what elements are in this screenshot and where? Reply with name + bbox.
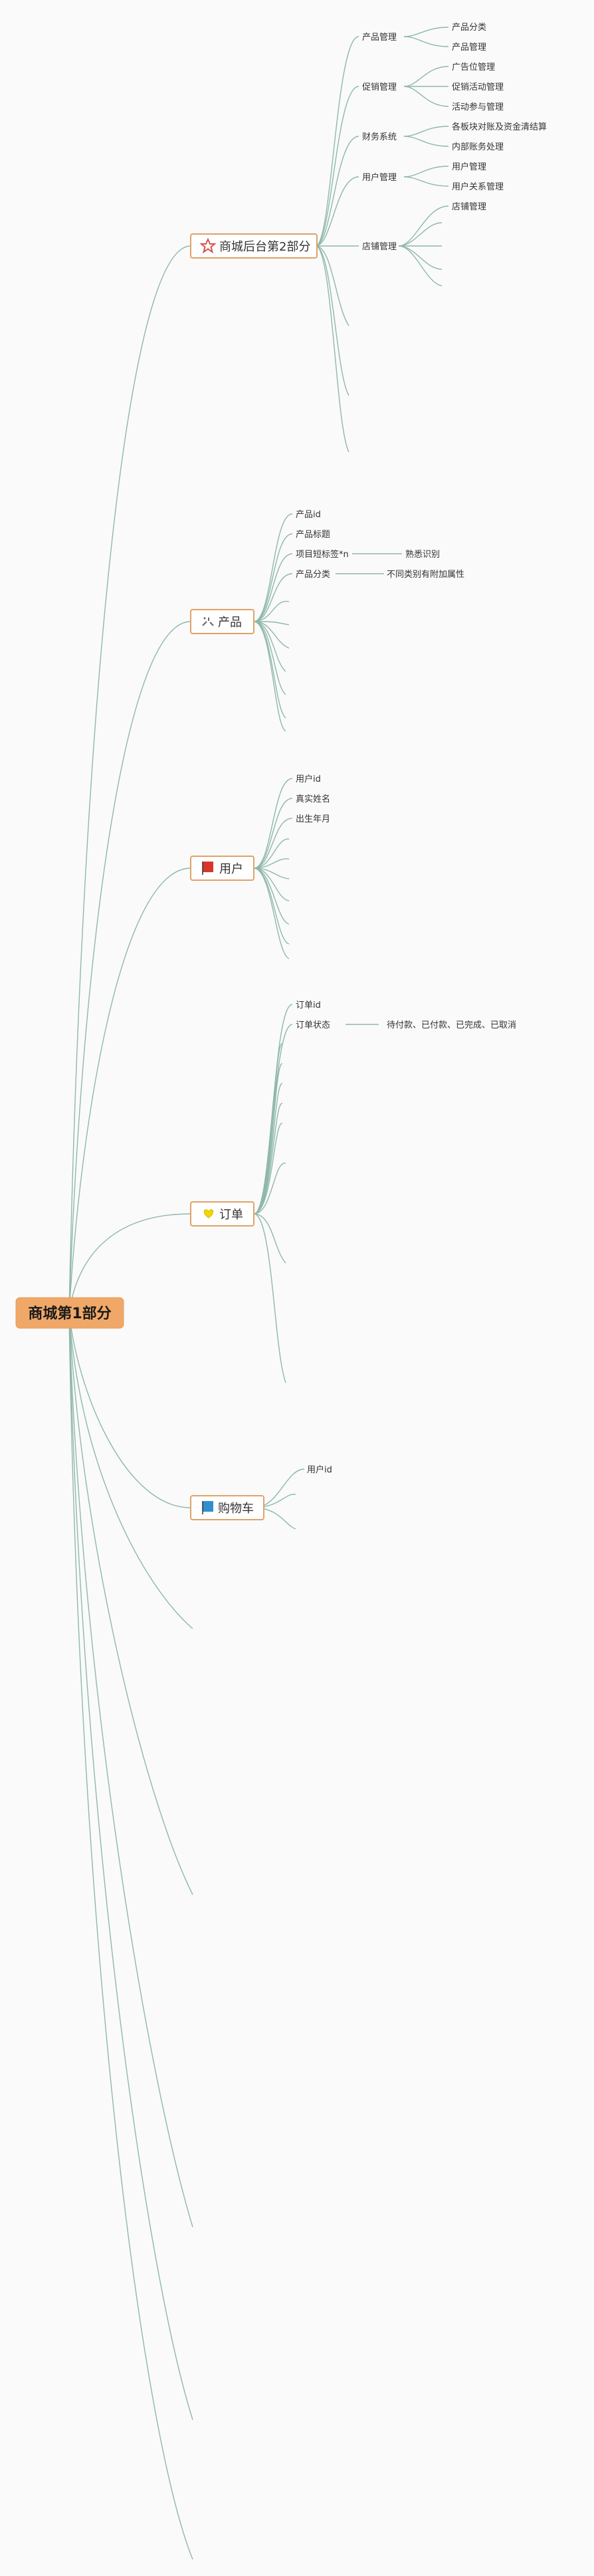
admin-label: 商城后台第2部分 — [219, 240, 310, 254]
order-item-id[interactable]: 订单id — [296, 1000, 321, 1010]
product-detail-category[interactable]: 不同类别有附加属性 — [387, 570, 464, 580]
link-root-empty-5 — [68, 1312, 193, 2560]
admin-links — [315, 27, 449, 453]
cart-label: 购物车 — [218, 1502, 254, 1516]
root-label: 商城第1部分 — [28, 1305, 111, 1322]
cart-item-user-id[interactable]: 用户id — [307, 1464, 332, 1475]
order-item-status[interactable]: 订单状态 — [296, 1020, 330, 1030]
item-product-category[interactable]: 产品分类 — [452, 23, 486, 33]
sparkle-icon — [202, 617, 214, 626]
link-root-empty-3 — [68, 1312, 193, 2228]
item-user-relations[interactable]: 用户关系管理 — [452, 181, 504, 192]
root-node[interactable]: 商城第1部分 — [15, 1297, 124, 1329]
link-root-empty-4 — [68, 1312, 193, 2420]
item-store-management[interactable]: 店铺管理 — [452, 202, 486, 212]
user-links — [253, 778, 293, 959]
flag-icon — [202, 862, 213, 875]
order-links — [253, 1004, 379, 1383]
flag-blue-icon — [202, 1501, 213, 1514]
node-product[interactable]: 产品 — [190, 609, 254, 634]
link-root-user — [68, 868, 191, 1314]
group-promotion-management[interactable]: 促销管理 — [362, 82, 397, 92]
item-ad-slot-management[interactable]: 广告位管理 — [452, 62, 495, 72]
item-user-management[interactable]: 用户管理 — [452, 162, 486, 172]
item-activity-participation-management[interactable]: 活动参与管理 — [452, 102, 504, 112]
order-detail-status[interactable]: 待付款、已付款、已完成、已取消 — [387, 1020, 516, 1030]
user-item-real-name[interactable]: 真实姓名 — [296, 794, 330, 804]
node-admin[interactable]: 商城后台第2部分 — [190, 233, 318, 259]
group-store-management[interactable]: 店铺管理 — [362, 242, 397, 252]
product-item-category[interactable]: 产品分类 — [296, 570, 330, 580]
item-reconciliation[interactable]: 各板块对账及资金清结算 — [452, 122, 547, 132]
root-links — [68, 245, 193, 2560]
product-item-tags[interactable]: 项目短标签*n — [296, 549, 349, 560]
item-product-management[interactable]: 产品管理 — [452, 43, 486, 53]
group-finance[interactable]: 财务系统 — [362, 132, 397, 142]
product-item-id[interactable]: 产品id — [296, 510, 321, 520]
link-root-empty-1 — [68, 1312, 193, 1629]
user-item-id[interactable]: 用户id — [296, 774, 321, 784]
link-root-product — [68, 621, 191, 1314]
link-root-admin — [68, 245, 191, 1314]
product-item-title[interactable]: 产品标题 — [296, 530, 330, 540]
product-label: 产品 — [218, 616, 242, 630]
link-root-order — [68, 1213, 191, 1314]
star-icon — [199, 237, 217, 254]
user-item-birth[interactable]: 出生年月 — [296, 814, 330, 824]
link-root-empty-2 — [68, 1312, 193, 1895]
group-user-management[interactable]: 用户管理 — [362, 172, 397, 183]
node-order[interactable]: 订单 — [190, 1201, 254, 1227]
link-root-cart — [68, 1312, 191, 1508]
user-label: 用户 — [219, 862, 243, 876]
node-user[interactable]: 用户 — [190, 856, 254, 881]
item-internal-accounting[interactable]: 内部账务处理 — [452, 142, 504, 152]
product-detail-tags[interactable]: 熟悉识别 — [405, 549, 440, 560]
order-label: 订单 — [219, 1208, 243, 1222]
item-promo-activity-management[interactable]: 促销活动管理 — [452, 82, 504, 92]
node-cart[interactable]: 购物车 — [190, 1495, 264, 1520]
heart-icon — [203, 1209, 214, 1219]
product-links — [253, 513, 402, 732]
group-product-management[interactable]: 产品管理 — [362, 33, 397, 43]
